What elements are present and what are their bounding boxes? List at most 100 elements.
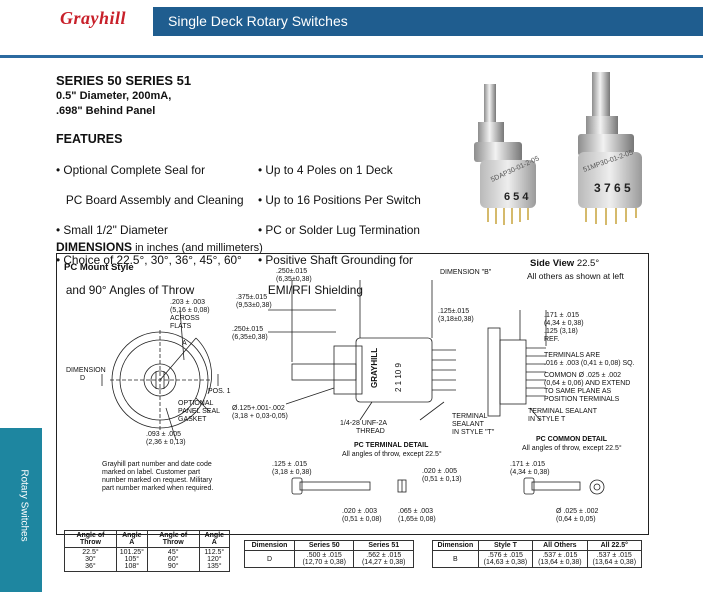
dim-text: .203 ± .003 xyxy=(170,299,205,306)
dimensions-frame xyxy=(56,253,649,535)
cell-line: 36° xyxy=(85,563,96,570)
svg-text:6 5 4: 6 5 4 xyxy=(504,191,529,203)
cell-line: 135° xyxy=(207,563,222,570)
feature-item: • Up to 16 Positions Per Switch xyxy=(258,193,421,207)
cell-line: 108° xyxy=(124,563,140,570)
table-cell: 22.5°30°36° xyxy=(64,547,117,572)
pc-terminal-detail-note: All angles of throw, except 22.5° xyxy=(342,451,442,458)
dim-text: TERMINAL xyxy=(452,413,488,420)
dim-text: (0,64 ± 0,05) xyxy=(556,516,596,523)
features-right: • Up to 4 Poles on 1 Deck • Up to 16 Pos… xyxy=(258,148,421,313)
dim-093: .093 ± .005(2,36 ± 0,13) xyxy=(146,431,186,447)
table-header: Dimension xyxy=(432,540,479,551)
dim-text: (6,35±0,38) xyxy=(276,276,312,283)
dimensions-heading: DIMENSIONS in inches (and millimeters) xyxy=(56,240,263,254)
feature-item: • Positive Shaft Grounding for xyxy=(258,253,413,267)
pc-common-detail-note: All angles of throw, except 22.5° xyxy=(522,445,622,452)
table-header: All Others xyxy=(532,540,588,551)
dimensions-title: DIMENSIONS xyxy=(56,240,133,254)
series-title: SERIES 50 SERIES 51 xyxy=(56,73,192,88)
dim-text: marked on label. Customer part xyxy=(102,469,201,476)
table-cell: B xyxy=(432,550,479,568)
cell-line: 112.5° xyxy=(204,549,225,556)
d-dimension-table: Dimension Series 50 Series 51 D .500 ± .… xyxy=(244,540,414,568)
table-header: Style T xyxy=(477,540,534,551)
dim-t020a: .020 ± .005(0,51 ± 0,13) xyxy=(422,468,462,484)
dim-text: 1/4-28 UNF-2A xyxy=(340,420,388,427)
common-note: COMMON Ø .025 ± .002(0,64 ± 0,06) AND EX… xyxy=(544,372,630,404)
dim-text: TERMINAL SEALANT xyxy=(528,408,597,415)
cell-line: 45° xyxy=(167,549,179,556)
dim-text: THREAD xyxy=(356,428,385,435)
dim-text: .020 ± .005 xyxy=(422,468,457,475)
table-header: Series 51 xyxy=(353,540,414,551)
pc-mount-label: PC Mount Style xyxy=(64,262,134,273)
dim-text: SEALANT xyxy=(452,421,484,428)
cell-line: 22.5° xyxy=(82,549,99,556)
cell-line: 30° xyxy=(85,556,96,563)
dim-text: TO SAME PLANE AS xyxy=(544,388,612,395)
dim-text: .020 ± .003 xyxy=(342,508,377,515)
side-view-label: Side View xyxy=(530,258,575,269)
dim-text: (0,51 ± 0,08) xyxy=(342,516,382,523)
dim-text: .125 (3,18) xyxy=(544,328,578,335)
features-left: • Optional Complete Seal for PC Board As… xyxy=(56,148,244,313)
feature-item: • Optional Complete Seal for xyxy=(56,163,206,177)
spec-line-2: .698" Behind Panel xyxy=(56,105,156,117)
dim-text: (0,64 ± 0,06) AND EXTEND xyxy=(544,380,631,387)
dim-250-top: .250±.015(6,35±0,38) xyxy=(276,268,312,284)
dim-t020b: .020 ± .003(0,51 ± 0,08) xyxy=(342,508,382,524)
dim-text: .093 ± .005 xyxy=(146,431,181,438)
features-heading: FEATURES xyxy=(56,132,123,146)
feature-item: EMI/RFI Shielding xyxy=(258,283,363,297)
table-cell: .576 ± .015 (14,63 ± 0,38) xyxy=(477,550,534,568)
dim-text: .171 ± .015 xyxy=(544,312,579,319)
svg-text:3 7 6 5: 3 7 6 5 xyxy=(594,181,631,195)
table-cell: .537 ± .015 (13,64 ± 0,38) xyxy=(586,550,643,568)
table-cell: 101.25°105°108° xyxy=(115,547,148,572)
dim-text: .125±.015 xyxy=(438,308,470,315)
table-header: Series 50 xyxy=(293,540,355,551)
feature-item: and 90° Angles of Throw xyxy=(56,283,195,297)
dim-text: Ø.125+.001-.002 xyxy=(232,405,285,412)
dim-text: .250±.015 xyxy=(232,326,264,333)
table-row: B .576 ± .015 (14,63 ± 0,38) .537 ± .015… xyxy=(432,550,643,568)
dim-text: .171 ± .015 xyxy=(510,461,545,468)
dim-text: (9,53±0,38) xyxy=(236,302,272,309)
dim-text: DIMENSION xyxy=(66,367,106,374)
dim-171: .171 ± .015(4,34 ± 0,38).125 (3,18)REF. xyxy=(544,312,584,344)
dim-375: .375±.015(9,53±0,38) xyxy=(236,294,272,310)
dim-text: number marked on request. Military xyxy=(102,477,213,484)
shaft-outline xyxy=(291,363,357,381)
dim-text: REF. xyxy=(544,336,560,343)
body-number: 2 1 10 9 xyxy=(394,363,403,392)
dim-250-mid: .250±.015(6,35±0,38) xyxy=(232,326,268,342)
dim-text: OPTIONAL xyxy=(178,400,214,407)
dim-text: (6,35±0,38) xyxy=(232,334,268,341)
dim-text: PANEL SEAL xyxy=(178,408,221,415)
dim-c025: Ø .025 ± .002(0,64 ± 0,05) xyxy=(556,508,598,524)
side-view-angle: 22.5° xyxy=(576,258,600,269)
dim-text: (1,65± 0,08) xyxy=(398,516,436,523)
table-cell: .537 ± .015 (13,64 ± 0,38) xyxy=(532,550,588,568)
dim-text: (3,18 ± 0,38) xyxy=(272,469,312,476)
table-header: Angle A xyxy=(115,530,148,548)
cell-line: 120° xyxy=(207,556,222,563)
table-cell: 112.5°120°135° xyxy=(198,547,231,572)
dim-t125: .125 ± .015(3,18 ± 0,38) xyxy=(272,461,312,477)
dim-text: Ø .025 ± .002 xyxy=(556,508,599,515)
table-row: D .500 ± .015 (12,70 ± 0,38) .562 ± .015… xyxy=(244,550,414,568)
dim-text: (4,34 ± 0,38) xyxy=(544,320,584,327)
dim-text: part number marked when required. xyxy=(102,485,214,492)
table-header: Angle of Throw xyxy=(64,530,117,548)
feature-item: PC Board Assembly and Cleaning xyxy=(56,193,244,207)
feature-item: • Choice of 22.5°, 30°, 36°, 45°, 60° xyxy=(56,253,242,267)
dim-text: GASKET xyxy=(178,416,207,423)
grayhill-logo: Grayhill xyxy=(60,8,127,28)
